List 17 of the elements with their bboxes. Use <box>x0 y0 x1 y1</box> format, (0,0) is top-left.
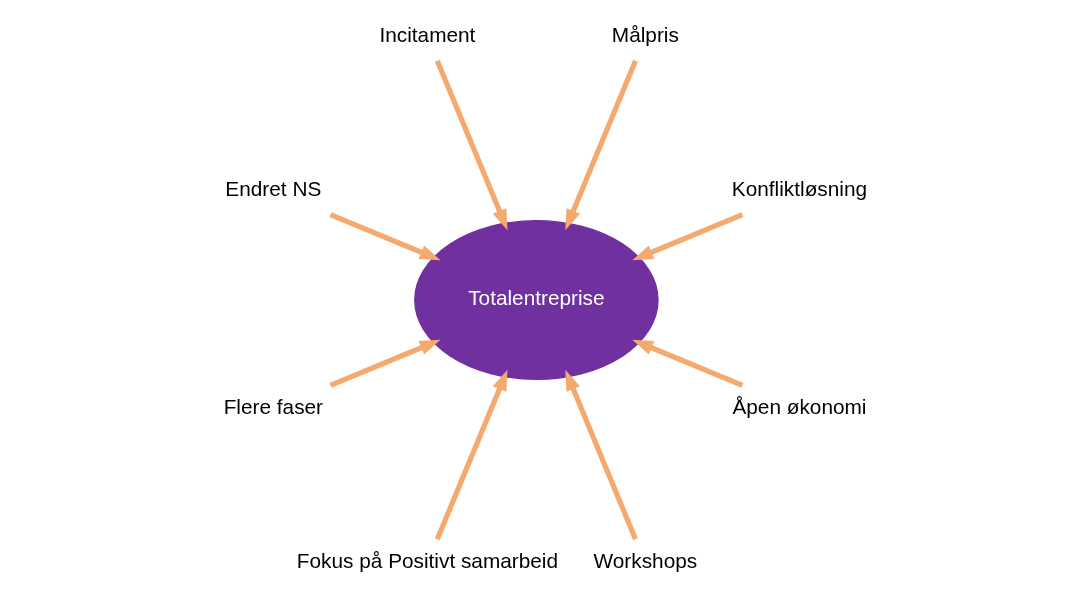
arrow <box>631 212 743 261</box>
node-text: Incitament <box>378 22 475 46</box>
arrow <box>328 339 441 388</box>
arrow <box>631 339 743 388</box>
arrow <box>328 212 441 261</box>
node-text: Endret NS <box>224 176 321 200</box>
node-ellipse: Totalentreprise <box>413 220 659 380</box>
node-text: Flere faser <box>223 394 323 418</box>
arrow <box>434 59 507 231</box>
arrow <box>564 369 638 541</box>
node-text: Åpen økonomi <box>731 394 866 418</box>
arrow <box>564 59 638 231</box>
arrow <box>434 369 507 541</box>
node-text: Workshops <box>593 548 697 572</box>
node-text: Fokus på Positivt samarbeid <box>296 548 558 572</box>
node-text: Konfliktløsning <box>731 176 867 200</box>
node-text: Målpris <box>611 22 679 46</box>
